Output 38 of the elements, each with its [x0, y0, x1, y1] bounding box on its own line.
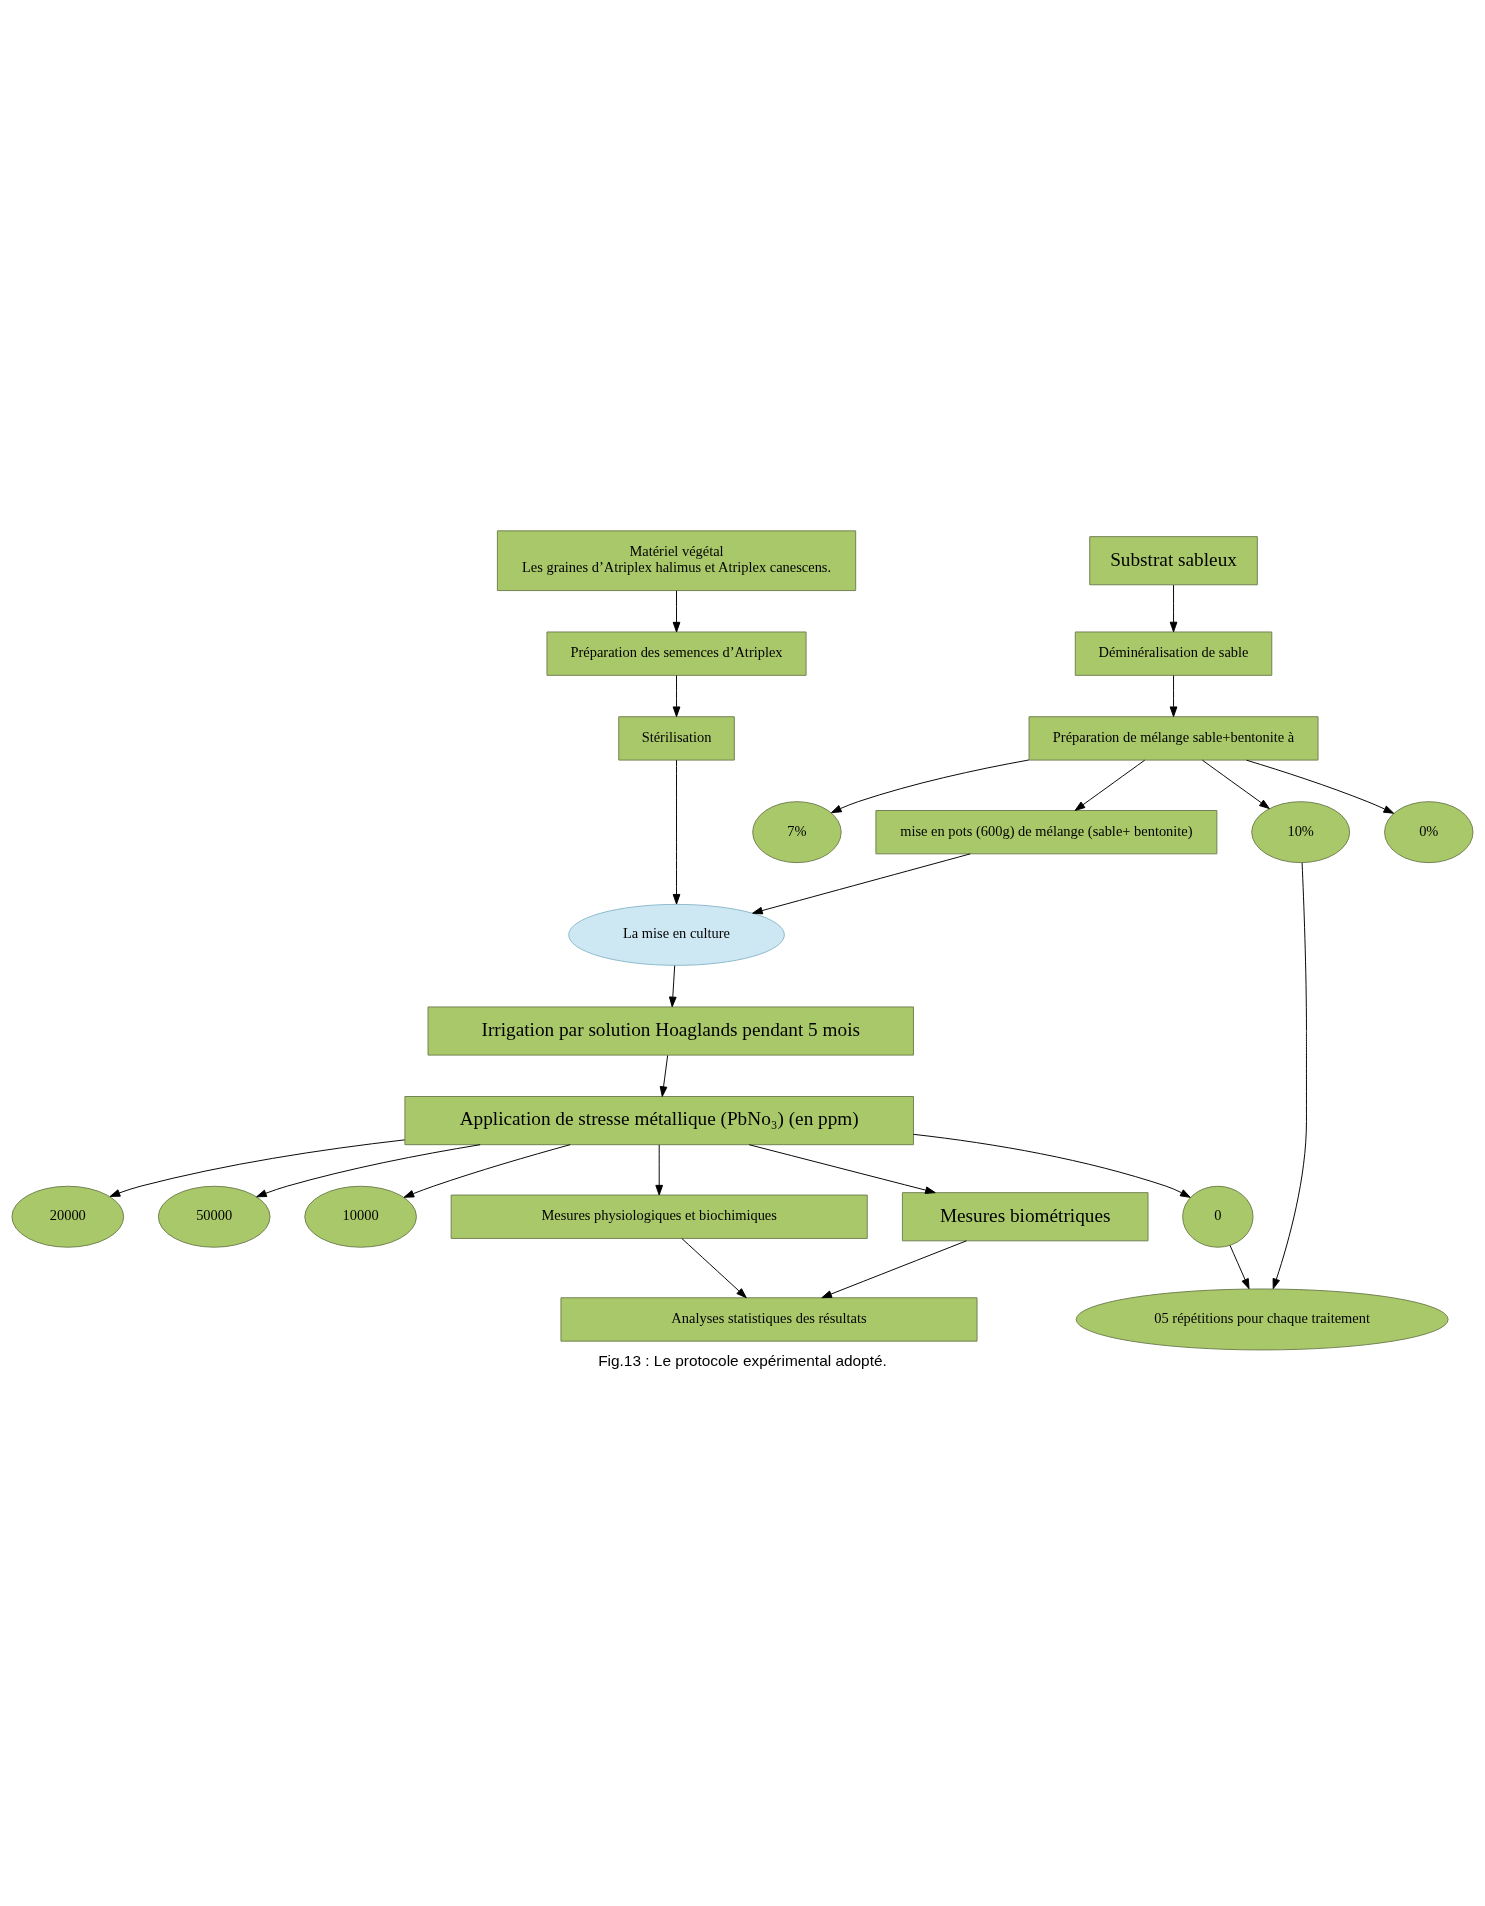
arrow	[1169, 584, 1178, 633]
node-box: Substrat sableux	[1089, 536, 1258, 586]
node-box: Préparation de mélange sable+bentonite à	[1028, 716, 1319, 761]
node-box: Irrigation par solution Hoaglands pendant 5 mois	[427, 1006, 914, 1056]
arrow	[655, 1144, 664, 1196]
arrow	[1201, 759, 1270, 809]
arrow	[659, 1055, 669, 1097]
node-box: Matériel végétal Les graines d’Atriplex halimus et Atriplex canescens.	[496, 530, 857, 592]
node-box: Mesures biométriques	[901, 1192, 1149, 1242]
arrow	[752, 853, 971, 915]
arrow	[1074, 759, 1146, 811]
arrow	[831, 759, 1030, 814]
arrow	[1169, 675, 1178, 718]
arrow	[672, 759, 681, 905]
node-ellipse: 0	[1182, 1185, 1254, 1248]
node-box: Analyses statistiques des résultats	[560, 1297, 978, 1342]
arrow	[256, 1144, 481, 1198]
arrow	[1272, 862, 1307, 1290]
arrow	[672, 590, 681, 633]
arrow	[403, 1144, 571, 1198]
node-box: Stérilisation	[618, 716, 735, 761]
arrow	[109, 1139, 406, 1197]
arrow	[913, 1133, 1191, 1198]
arrow	[1246, 759, 1395, 814]
node-box: mise en pots (600g) de mélange (sable+ bentonite)	[875, 810, 1218, 855]
arrow	[681, 1238, 747, 1299]
node-box: Déminéralisation de sable	[1074, 631, 1273, 676]
node-ellipse: 20000	[11, 1185, 125, 1248]
arrow	[672, 675, 681, 718]
caption: Fig.13 : Le protocole expérimental adopté.	[598, 1352, 887, 1370]
node-box: Application de stresse métallique (PbNo₃) (en ppm)	[404, 1096, 914, 1146]
arrow	[668, 965, 677, 1008]
arrow	[748, 1144, 936, 1194]
node-box: Préparation des semences d’Atriplex	[546, 631, 807, 676]
arrow	[821, 1240, 967, 1299]
arrow	[1229, 1245, 1250, 1290]
node-box: Mesures physiologiques et biochimiques	[450, 1194, 868, 1239]
node-ellipse: 05 répétitions pour chaque traitement	[1075, 1288, 1449, 1351]
